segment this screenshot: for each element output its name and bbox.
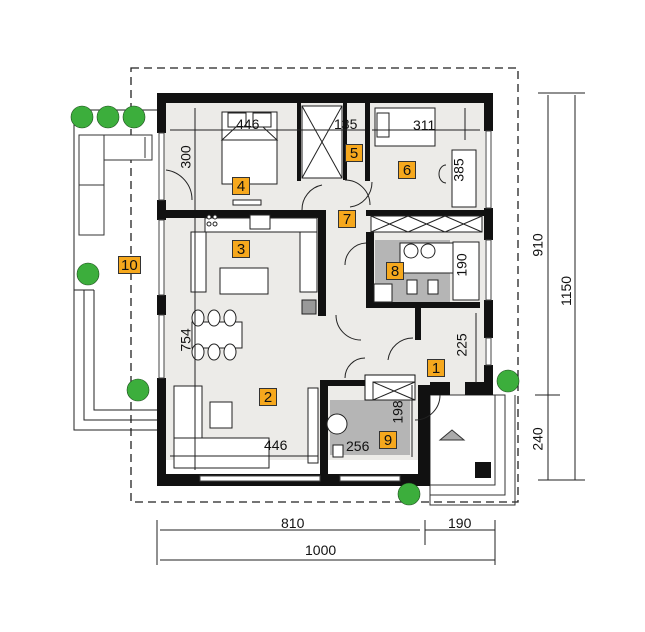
bathroom-fixtures <box>326 241 480 458</box>
terrace-sofa <box>78 134 153 236</box>
dim-1000: 1000 <box>305 542 337 558</box>
plant-icon <box>126 378 150 402</box>
dim-446-bedroom: 446 <box>236 116 260 132</box>
plant-icon <box>76 262 100 286</box>
dim-311: 311 <box>413 117 436 133</box>
plant-icon <box>397 482 421 506</box>
dim-190-bath: 190 <box>453 253 470 277</box>
dim-198: 198 <box>389 400 406 424</box>
windows <box>158 130 492 482</box>
dim-135: 135 <box>334 116 358 132</box>
living-sofa <box>173 385 319 469</box>
room-label-3: 3 <box>232 240 250 258</box>
room-label-5: 5 <box>345 144 363 162</box>
doors <box>165 169 441 421</box>
room-label-6: 6 <box>398 161 416 179</box>
room-label-1: 1 <box>427 359 445 377</box>
dim-256: 256 <box>346 438 370 454</box>
plants <box>70 105 520 506</box>
dim-385: 385 <box>450 158 467 182</box>
dim-240: 240 <box>529 427 546 451</box>
room-label-10: 10 <box>118 256 141 274</box>
kitchen <box>190 214 318 315</box>
dining-table <box>191 309 243 361</box>
dim-910: 910 <box>529 233 546 257</box>
dim-190: 190 <box>448 515 472 531</box>
plant-icon <box>496 369 520 393</box>
dim-754: 754 <box>177 328 194 352</box>
plant-icon <box>122 105 146 129</box>
dim-225: 225 <box>453 333 470 357</box>
roof-outline <box>130 67 519 503</box>
dim-lines <box>156 92 585 565</box>
room-label-7: 7 <box>338 210 356 228</box>
room-label-9: 9 <box>379 431 397 449</box>
dim-810: 810 <box>281 515 305 531</box>
plant-icon <box>96 105 120 129</box>
dim-1150: 1150 <box>558 275 575 307</box>
walls <box>157 93 493 486</box>
plant-icon <box>70 105 94 129</box>
wardrobes <box>301 105 483 401</box>
room-label-8: 8 <box>386 262 404 280</box>
dim-300: 300 <box>177 145 194 169</box>
room-label-2: 2 <box>259 388 277 406</box>
desk <box>374 107 477 208</box>
dim-446-living: 446 <box>264 437 288 453</box>
room-label-4: 4 <box>232 177 250 195</box>
